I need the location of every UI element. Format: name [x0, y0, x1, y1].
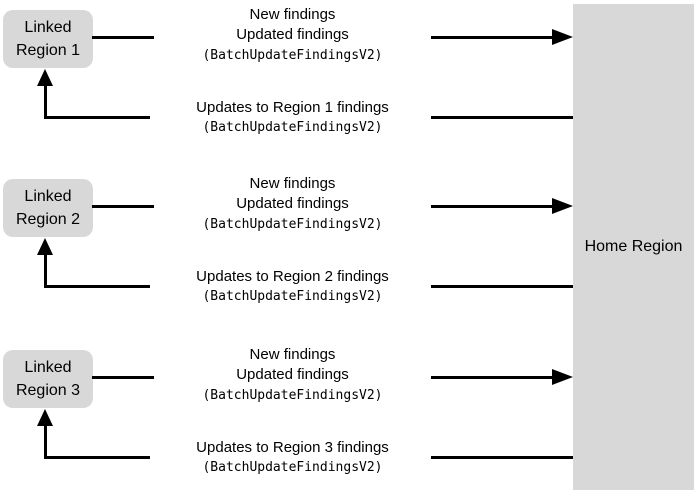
return-label-line1: Updates to Region 2 findings [196, 268, 389, 285]
forward-line-right-segment [431, 205, 554, 208]
arrowhead-up-icon [37, 238, 53, 255]
linked-region-3-label-line2: Region 3 [15, 382, 81, 399]
forward-line-right-segment [431, 376, 554, 379]
forward-label-line1: New findings [249, 6, 336, 23]
region-3-section: Linked Region 3 New findings Updated fin… [0, 340, 700, 490]
home-region-box: Home Region [573, 4, 694, 490]
return-line-right-segment [431, 456, 573, 459]
linked-region-1-label-line2: Region 1 [15, 42, 81, 59]
forward-label-line2: Updated findings [236, 195, 349, 212]
return-line-left-segment [44, 116, 150, 119]
arrowhead-up-icon [37, 409, 53, 426]
return-label-line1: Updates to Region 3 findings [196, 439, 389, 456]
region-1-section: Linked Region 1 New findings Updated fin… [0, 0, 700, 170]
return-line-right-segment [431, 285, 573, 288]
return-line-vertical-segment [44, 253, 47, 288]
linked-region-1-box: Linked Region 1 [3, 10, 93, 68]
linked-region-2-label-line1: Linked [24, 188, 72, 205]
forward-label-line1: New findings [249, 346, 336, 363]
linked-region-3-box: Linked Region 3 [3, 350, 93, 408]
return-api-label: (BatchUpdateFindingsV2) [202, 460, 383, 475]
forward-flow-label: New findings Updated findings (BatchUpda… [145, 174, 440, 234]
return-api-label: (BatchUpdateFindingsV2) [202, 120, 383, 135]
forward-flow-label: New findings Updated findings (BatchUpda… [145, 5, 440, 65]
return-flow-label: Updates to Region 2 findings (BatchUpdat… [145, 268, 440, 306]
region-2-section: Linked Region 2 New findings Updated fin… [0, 169, 700, 339]
return-flow-label: Updates to Region 3 findings (BatchUpdat… [145, 439, 440, 477]
arrowhead-up-icon [37, 69, 53, 86]
linked-region-1-label-line1: Linked [24, 19, 72, 36]
forward-line-left-segment [92, 376, 154, 379]
return-line-vertical-segment [44, 84, 47, 119]
return-line-left-segment [44, 285, 150, 288]
forward-api-label: (BatchUpdateFindingsV2) [202, 48, 383, 63]
arrowhead-right-icon [552, 198, 573, 214]
return-line-vertical-segment [44, 424, 47, 459]
forward-flow-label: New findings Updated findings (BatchUpda… [145, 345, 440, 405]
return-label-line1: Updates to Region 1 findings [196, 99, 389, 116]
linked-region-2-box: Linked Region 2 [3, 179, 93, 237]
forward-label-line1: New findings [249, 175, 336, 192]
forward-line-left-segment [92, 36, 154, 39]
home-region-label: Home Region [584, 238, 683, 255]
return-line-right-segment [431, 116, 573, 119]
linked-region-3-label-line1: Linked [24, 359, 72, 376]
arrowhead-right-icon [552, 369, 573, 385]
forward-label-line2: Updated findings [236, 26, 349, 43]
return-api-label: (BatchUpdateFindingsV2) [202, 289, 383, 304]
forward-api-label: (BatchUpdateFindingsV2) [202, 388, 383, 403]
arrowhead-right-icon [552, 29, 573, 45]
return-line-left-segment [44, 456, 150, 459]
forward-line-left-segment [92, 205, 154, 208]
return-flow-label: Updates to Region 1 findings (BatchUpdat… [145, 99, 440, 137]
linked-region-2-label-line2: Region 2 [15, 211, 81, 228]
forward-line-right-segment [431, 36, 554, 39]
forward-label-line2: Updated findings [236, 366, 349, 383]
forward-api-label: (BatchUpdateFindingsV2) [202, 217, 383, 232]
